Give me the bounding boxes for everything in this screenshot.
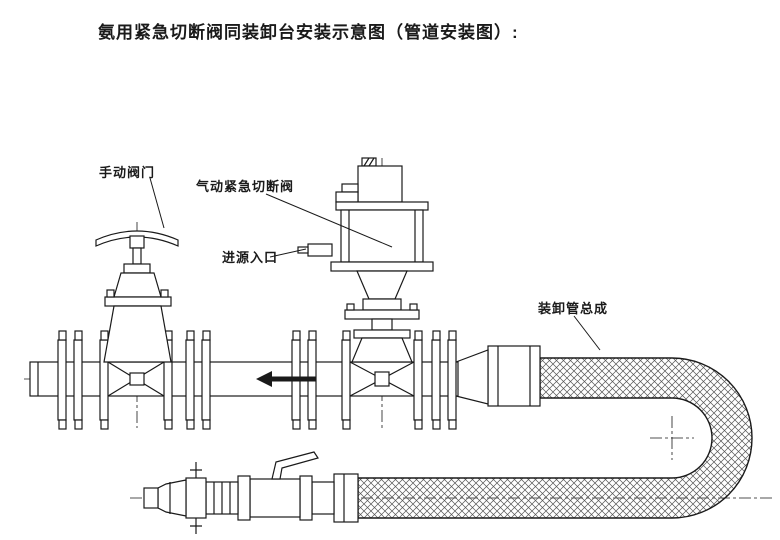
page-title: 氨用紧急切断阀同装卸台安装示意图（管道安装图）: — [98, 23, 519, 42]
flow-arrow — [256, 371, 316, 387]
hose-ferrule — [333, 473, 359, 523]
main-pipe — [29, 361, 459, 397]
leader-lines — [149, 177, 601, 351]
leader-hose — [573, 315, 601, 351]
label-inlet: 进源入口 — [222, 250, 279, 265]
label-pneumatic-valve: 气动紧急切断阀 — [196, 179, 295, 194]
bottom-coupling-assembly — [143, 451, 335, 534]
leader-inlet — [269, 248, 307, 258]
air-inlet-fitting — [307, 243, 333, 257]
label-manual-valve: 手动阀门 — [99, 165, 156, 180]
label-hose-assembly: 装卸管总成 — [538, 301, 609, 316]
leader-pneumatic-valve — [265, 193, 393, 248]
valve-pipe-bodies — [107, 361, 415, 397]
ball-valve-handle — [271, 451, 319, 480]
loading-hose — [333, 345, 753, 523]
wing-bolts — [190, 462, 202, 534]
manual-valve — [95, 230, 179, 363]
leader-manual-valve — [149, 177, 165, 229]
pneumatic-valve — [297, 157, 434, 363]
